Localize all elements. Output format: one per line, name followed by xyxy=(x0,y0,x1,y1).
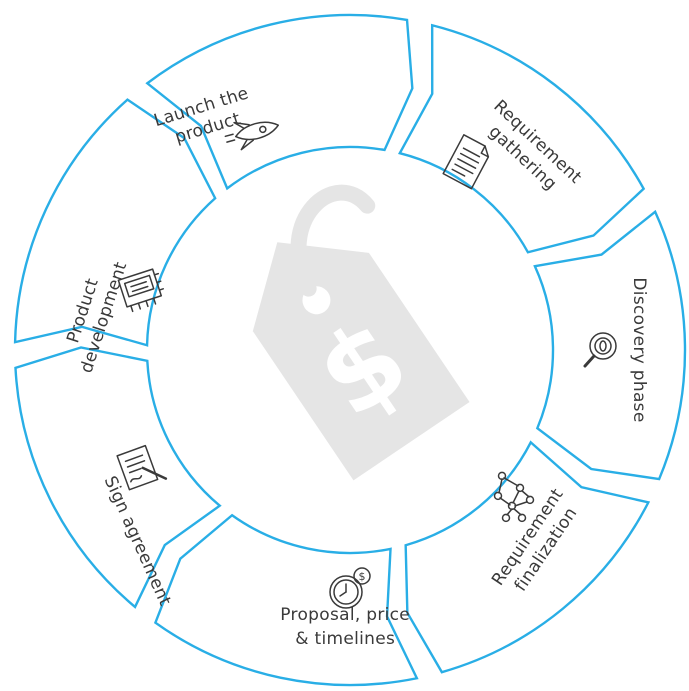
svg-text:$: $ xyxy=(359,570,366,583)
segment-sign-agreement xyxy=(14,346,222,609)
network-nodes-icon xyxy=(493,471,535,523)
magnifier-icon xyxy=(583,332,617,368)
price-tag-dollar-icon: $ xyxy=(252,184,470,481)
stage-label-discovery-phase: Discovery phase xyxy=(629,277,649,422)
segment-requirement-finalization xyxy=(404,440,651,674)
computer-board-icon xyxy=(117,268,164,313)
stage-label-proposal-price-timelines: Proposal, price & timelines xyxy=(280,605,410,649)
document-icon xyxy=(442,134,490,190)
rocket-icon xyxy=(224,121,280,151)
stage-label-line: Discovery phase xyxy=(629,277,649,422)
stage-icons: $ xyxy=(116,121,617,609)
segment-discovery-phase xyxy=(533,209,687,481)
segment-requirement-gathering xyxy=(398,23,646,254)
stage-label-line: Proposal, price xyxy=(280,605,410,625)
center-watermark: $ xyxy=(252,184,470,481)
cycle-segments xyxy=(13,13,687,687)
stage-label-line: & timelines xyxy=(295,629,395,649)
segment-product-development xyxy=(13,98,217,347)
contract-pen-icon xyxy=(116,444,168,491)
clock-dollar-icon: $ xyxy=(329,567,371,609)
segment-launch-the-product xyxy=(145,13,414,191)
segment-proposal-price-timelines xyxy=(153,513,419,687)
